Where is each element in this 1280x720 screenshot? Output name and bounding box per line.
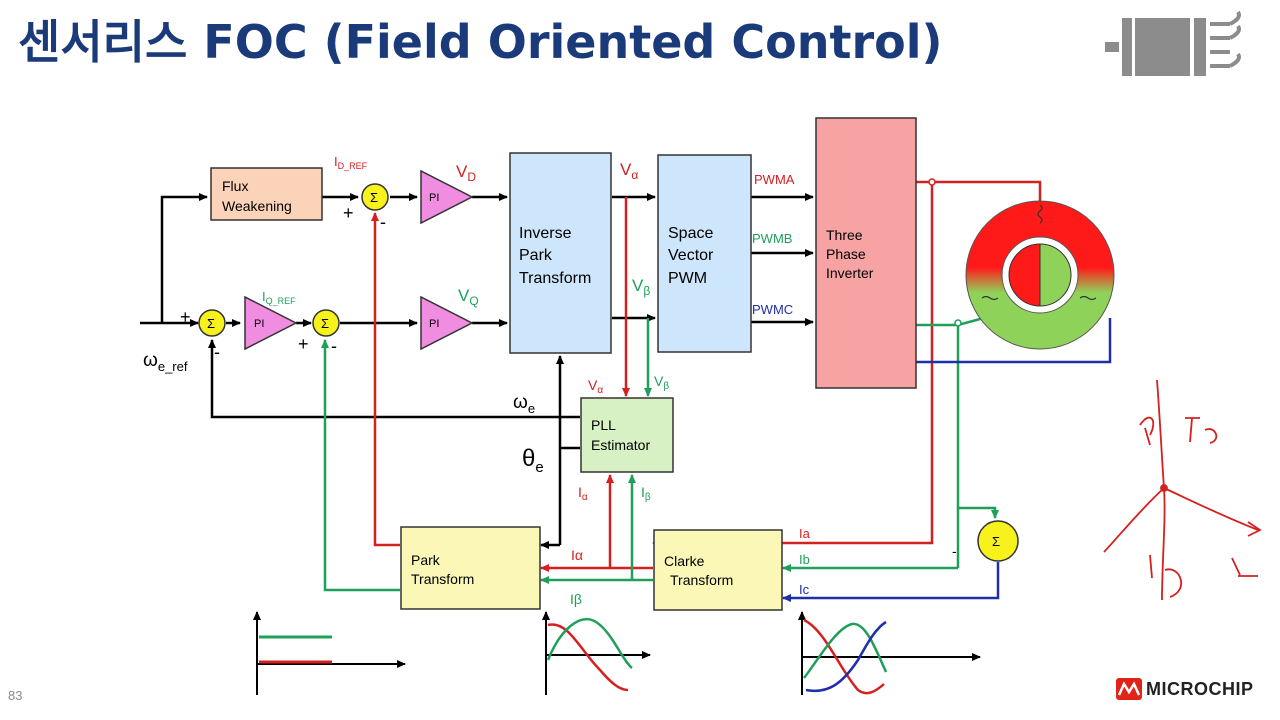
inv-park-label-1: Inverse [519, 225, 572, 242]
svg-text:Σ: Σ [321, 316, 329, 331]
ib-label: Ib [799, 552, 810, 567]
ia-label: Ia [799, 526, 811, 541]
omega-e-label: ωe [513, 392, 535, 416]
waveform-alpha-beta [542, 611, 651, 695]
inverter-label-2: Phase [826, 246, 866, 262]
slide-number: 83 [8, 688, 23, 703]
valpha-small-label: Vα [588, 377, 603, 396]
park-transform-block: Park Transform [400, 526, 541, 610]
clarke-transform-block: Clarke Transform [653, 529, 783, 611]
inv-park-label-3: Transform [519, 270, 591, 287]
motor-icon [1102, 10, 1252, 89]
svpwm-block: Space Vector PWM [657, 154, 752, 353]
pwmb-label: PWMB [752, 231, 792, 246]
minus-sign: - [952, 543, 957, 559]
pi-controller-d: PI [420, 169, 474, 225]
pwma-label: PWMA [754, 172, 795, 187]
pi-controller-q: PI [420, 295, 474, 351]
inverter-label-3: Inverter [826, 265, 874, 281]
plus-sign: + [343, 203, 354, 223]
svpwm-label-2: Vector [668, 247, 714, 264]
valpha-label: Vα [620, 160, 638, 182]
handdrawn-vector-sketch [1103, 379, 1262, 601]
pll-estimator-block: PLL Estimator [580, 397, 674, 473]
brand-logo: MICROCHIP [1116, 678, 1254, 700]
ialpha-small-label: Iα [578, 484, 588, 503]
plus-sign: + [298, 334, 309, 354]
inverter-block: Three Phase Inverter [815, 117, 917, 389]
sum-junction-current: Σ [977, 520, 1019, 562]
svg-text:PI: PI [254, 318, 264, 330]
ibeta-label: Iβ [570, 591, 582, 607]
flux-weakening-block: Flux Weakening [210, 167, 323, 221]
id-ref-label: ID_REF [334, 154, 368, 171]
sum-junction-d: Σ [361, 183, 389, 211]
clarke-label-2: Transform [670, 572, 733, 588]
pi-controller-speed: PI [244, 295, 298, 351]
pll-label-1: PLL [591, 417, 616, 433]
ialpha-label: Iα [571, 547, 583, 563]
svpwm-label-1: Space [668, 225, 713, 242]
microchip-logo-icon [1116, 678, 1142, 700]
park-label-1: Park [411, 552, 441, 568]
vd-label: VD [456, 162, 476, 184]
plus-sign: + [180, 307, 191, 327]
vbeta-small-label: Vβ [654, 373, 669, 392]
page-title: 센서리스 FOC (Field Oriented Control) [18, 15, 943, 69]
pwmc-label: PWMC [752, 302, 793, 317]
sum-junction-q: Σ [312, 309, 340, 337]
motor-cross-section [965, 200, 1115, 350]
svpwm-label-3: PWM [668, 270, 707, 287]
minus-sign: - [380, 212, 386, 232]
inverter-label-1: Three [826, 227, 863, 243]
park-label-2: Transform [411, 571, 474, 587]
brand-name: MICROCHIP [1146, 678, 1254, 699]
waveform-dq [253, 611, 406, 695]
ic-label: Ic [799, 582, 810, 597]
vbeta-label: Vβ [632, 276, 650, 298]
svg-text:Σ: Σ [207, 316, 215, 331]
inverse-park-block: Inverse Park Transform [509, 152, 612, 354]
minus-sign: - [331, 336, 337, 356]
omega-ref-label: ωe_ref [143, 350, 188, 374]
svg-text:Σ: Σ [370, 190, 378, 205]
iq-ref-label: IQ_REF [262, 289, 296, 306]
svg-text:PI: PI [429, 192, 439, 204]
svg-text:Σ: Σ [992, 534, 1000, 549]
flux-label-1: Flux [222, 178, 248, 194]
theta-e-label: θe [522, 445, 544, 476]
clarke-label-1: Clarke [664, 553, 705, 569]
sum-junction-speed: Σ [198, 309, 226, 337]
flux-label-2: Weakening [222, 198, 292, 214]
vq-label: VQ [458, 286, 479, 308]
minus-sign: - [214, 342, 220, 362]
ibeta-small-label: Iβ [641, 484, 651, 503]
pll-label-2: Estimator [591, 437, 650, 453]
inv-park-label-2: Park [519, 247, 553, 264]
waveform-abc [798, 611, 981, 695]
svg-text:PI: PI [429, 318, 439, 330]
